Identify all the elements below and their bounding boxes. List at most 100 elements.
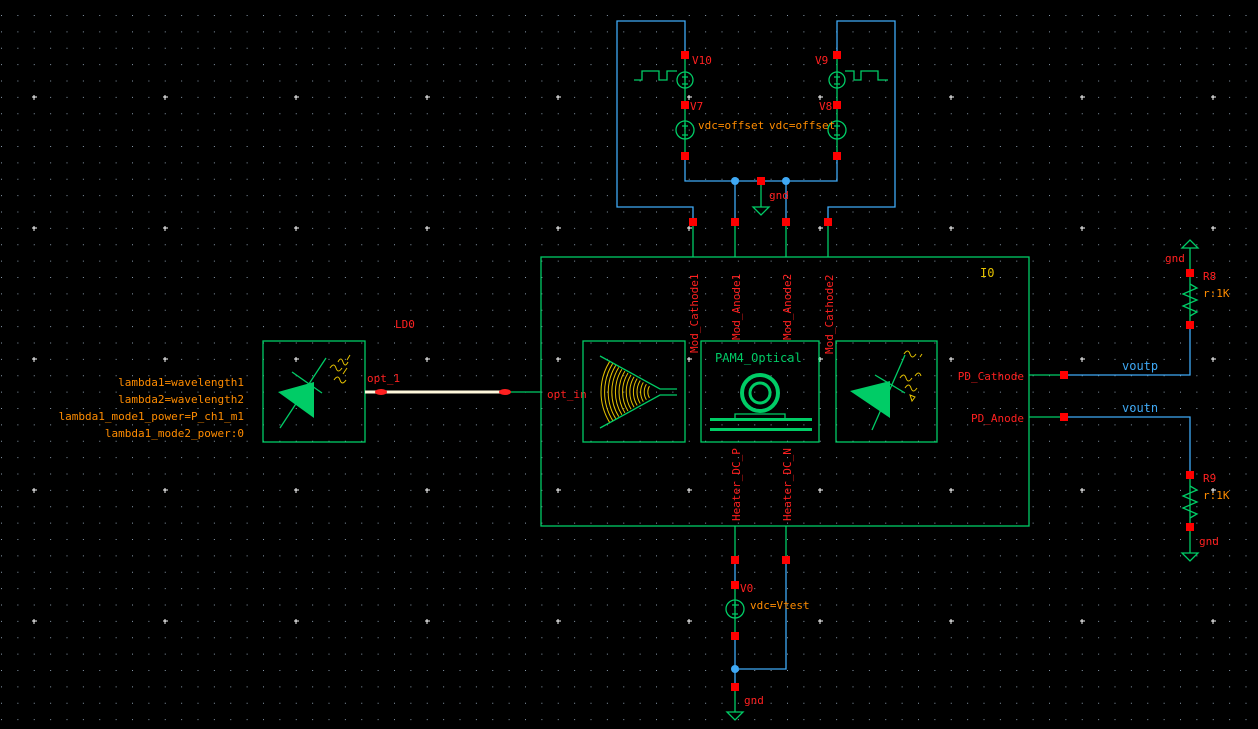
laser-param: lambda1_mode1_power=P_ch1_m1	[59, 410, 244, 423]
output-wires: voutp voutn	[1029, 325, 1191, 475]
bottom-wires: gnd	[725, 526, 787, 721]
grid-major-mark	[1080, 488, 1085, 493]
pin-mod-cathode1: Mod_Cathode1	[688, 274, 701, 353]
dc-source-v0[interactable]: V0 vdc=Vtest	[725, 582, 810, 619]
grid-major-mark	[32, 357, 37, 362]
v10-label: V10	[692, 54, 712, 67]
grid-major-mark	[818, 488, 823, 493]
pin-pd-anode: PD_Anode	[971, 412, 1024, 425]
grid-major-mark	[294, 226, 299, 231]
grid-major-mark	[556, 95, 561, 100]
grid-major-mark	[556, 488, 561, 493]
grid-major-mark	[163, 226, 168, 231]
grid-major-mark	[425, 95, 430, 100]
polarity-icon	[732, 602, 738, 615]
v8-label: V8	[819, 100, 832, 113]
grid-major-mark	[818, 95, 823, 100]
resistor-r9[interactable]: R9 r:1K gnd	[1180, 472, 1230, 562]
pin-marker	[731, 683, 739, 691]
grating-arc	[632, 378, 638, 406]
grid-major-mark	[163, 488, 168, 493]
junction	[782, 177, 790, 185]
grid-major-mark	[294, 95, 299, 100]
optical-wire[interactable]	[365, 389, 541, 395]
block-i0[interactable]: I0 Mod_Cathode1 Mod_Anode1 Mod_Anode2 Mo…	[540, 256, 1030, 527]
pin-marker	[782, 556, 790, 564]
grid-major-mark	[818, 619, 823, 624]
grid-major-mark	[687, 226, 692, 231]
pin-marker	[681, 51, 689, 59]
pin-marker	[833, 51, 841, 59]
grating-arc	[600, 361, 610, 423]
grating-arc	[636, 380, 641, 404]
r8-label: R8	[1203, 270, 1216, 283]
grid-major-mark	[1211, 226, 1216, 231]
pin-pd-cathode: PD_Cathode	[958, 370, 1024, 383]
net-voutn: voutn	[1122, 401, 1158, 415]
grid-major-mark	[163, 619, 168, 624]
pin-marker	[1186, 321, 1194, 329]
grating-arc	[607, 365, 617, 419]
grid-major-mark	[163, 357, 168, 362]
grid-major-mark	[1080, 95, 1085, 100]
grid-major-mark	[1080, 226, 1085, 231]
pin-marker	[1060, 371, 1068, 379]
grating-coupler-symbol	[582, 340, 686, 443]
pin-marker	[731, 581, 739, 589]
polarity-icon	[834, 74, 840, 85]
pin-marker	[1186, 523, 1194, 531]
v9-label: V9	[815, 54, 828, 67]
dc-source-v8[interactable]: V8 vdc=offset	[769, 100, 847, 140]
pin-marker	[1186, 269, 1194, 277]
grid-major-mark	[32, 488, 37, 493]
grid-major-mark	[294, 488, 299, 493]
gnd-label: gnd	[1165, 252, 1185, 265]
pin-opt-in: opt_in	[547, 388, 587, 401]
grid-major-marks	[32, 95, 1216, 624]
photodetector-symbol	[835, 340, 938, 443]
pulse-source-v10[interactable]: V10	[676, 54, 712, 89]
grating-arc	[604, 363, 614, 421]
pin-marker	[681, 152, 689, 160]
grating-arc	[625, 374, 632, 410]
grid-major-mark	[556, 357, 561, 362]
grid-major-mark	[32, 95, 37, 100]
laser-pin-label: opt_1	[367, 372, 400, 385]
grid-major-mark	[556, 226, 561, 231]
pin-marker	[681, 101, 689, 109]
v0-label: V0	[740, 582, 753, 595]
dc-source-v7[interactable]: V7 vdc=offset	[675, 100, 764, 140]
grating-arc	[622, 372, 629, 412]
grating-arc	[611, 367, 620, 417]
pin-marker	[731, 632, 739, 640]
grid-major-mark	[425, 619, 430, 624]
pin-marker	[782, 218, 790, 226]
grating-arc	[614, 368, 623, 416]
laser-ld0[interactable]: LD0 opt_1 lambda1=wavelength1 lambda2=wa…	[59, 318, 415, 443]
grid-major-mark	[294, 357, 299, 362]
v7-param: vdc=offset	[698, 119, 764, 132]
laser-param: lambda2=wavelength2	[118, 393, 244, 406]
ring-modulator-symbol: PAM4_Optical	[700, 340, 820, 443]
grid-major-mark	[1211, 488, 1216, 493]
grid-major-mark	[425, 357, 430, 362]
pin-marker	[689, 218, 697, 226]
grid-major-mark	[32, 619, 37, 624]
pin-marker	[833, 152, 841, 160]
resistor-r8[interactable]: gnd R8 r:1K	[1165, 239, 1230, 325]
pulse-source-v9[interactable]: V9	[815, 54, 846, 89]
polarity-icon	[682, 123, 688, 136]
v8-param: vdc=offset	[769, 119, 835, 132]
grid-major-mark	[949, 95, 954, 100]
r9-label: R9	[1203, 472, 1216, 485]
grid-major-mark	[1080, 357, 1085, 362]
grid-major-mark	[1211, 619, 1216, 624]
grid-major-mark	[425, 488, 430, 493]
pin-heater-dc-p: Heater_DC_P	[730, 448, 743, 521]
grid-major-mark	[294, 619, 299, 624]
v7-label: V7	[690, 100, 703, 113]
polarity-icon	[834, 123, 840, 136]
top-wires	[616, 20, 896, 257]
